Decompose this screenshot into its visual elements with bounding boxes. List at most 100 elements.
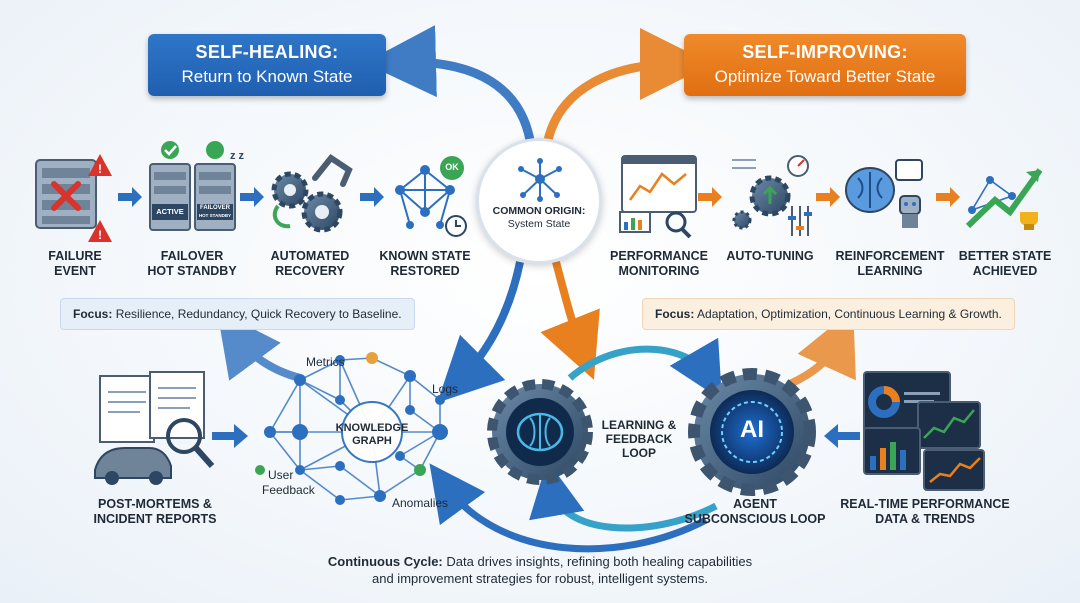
- kg-logs-label: Logs: [432, 382, 459, 396]
- loop-line2: FEEDBACK: [605, 432, 673, 446]
- knowledge-graph-line2: GRAPH: [352, 435, 392, 447]
- agent-line1: AGENT: [733, 497, 777, 511]
- post-mortems-label: POST-MORTEMS & INCIDENT REPORTS: [70, 497, 240, 527]
- automated-recovery-gears-icon: [271, 153, 353, 233]
- failover-servers-icon: [149, 141, 236, 231]
- self-improving-title: SELF-IMPROVING: Optimize Toward Better S…: [684, 34, 966, 96]
- network-restored-icon: [395, 156, 467, 237]
- step-better-state-achieved: BETTER STATE ACHIEVED: [945, 249, 1065, 279]
- arrow-loop-top: [567, 337, 723, 401]
- caption-text-line2: and improvement strategies for robust, i…: [372, 571, 708, 586]
- step-auto-tuning-line1: AUTO-TUNING: [726, 249, 814, 263]
- step-failure-event-line1: FAILURE: [48, 249, 102, 263]
- step-automated-recovery-line1: AUTOMATED: [270, 249, 350, 263]
- step-performance-monitoring: PERFORMANCE MONITORING: [599, 249, 719, 279]
- step-known-state-line1: KNOWN STATE: [379, 249, 471, 263]
- failover-server-label-line1: FAILOVER: [199, 205, 230, 211]
- realtime-line1: REAL-TIME PERFORMANCE: [840, 497, 1010, 511]
- performance-monitoring-icon: [619, 155, 697, 239]
- arrow-data-to-ai: [824, 424, 860, 448]
- brain-robot-icon: [845, 159, 923, 228]
- caption-label: Continuous Cycle:: [327, 554, 443, 569]
- knowledge-graph-title: KNOWLEDGE GRAPH: [322, 422, 422, 448]
- step-known-state-restored: KNOWN STATE RESTORED: [365, 249, 485, 279]
- knowledge-graph-network: [255, 352, 448, 505]
- learning-feedback-loop-label: LEARNING & FEEDBACK LOOP: [594, 418, 684, 460]
- failover-server-label: FAILOVER HOT STANDBY: [197, 205, 233, 219]
- arrow-to-self-healing: [364, 25, 535, 141]
- svg-text:!: !: [98, 162, 102, 176]
- kg-user-label: User: [268, 468, 294, 482]
- step-reinforcement-line2: LEARNING: [857, 264, 923, 278]
- focus-label-left: Focus:: [73, 307, 113, 321]
- failover-server-label-line2: HOT STANDBY: [198, 213, 232, 218]
- agent-subconscious-loop-label: AGENT SUBCONSCIOUS LOOP: [680, 497, 830, 527]
- post-mortems-line1: POST-MORTEMS &: [98, 497, 212, 511]
- step-failover-hot-standby: FAILOVER HOT STANDBY: [132, 249, 252, 279]
- step-failure-event-line2: EVENT: [54, 264, 96, 278]
- self-healing-heading: SELF-HEALING:: [195, 42, 339, 62]
- improving-step-arrows: [698, 187, 960, 207]
- step-failure-event: FAILURE EVENT: [15, 249, 135, 279]
- step-performance-monitoring-line1: PERFORMANCE: [610, 249, 708, 263]
- arrow-loop-bottom: [529, 460, 718, 532]
- realtime-line2: DATA & TRENDS: [875, 512, 975, 526]
- active-server-label: ACTIVE: [156, 207, 184, 216]
- healing-step-arrows: [118, 187, 384, 207]
- self-healing-subheading: Return to Known State: [181, 67, 353, 86]
- arrow-center-to-loop: [540, 260, 600, 380]
- incident-reports-icon: [94, 371, 215, 485]
- network-node-icon: [518, 158, 562, 202]
- self-improving-heading: SELF-IMPROVING:: [742, 42, 908, 62]
- arrow-graph-to-focus: [217, 310, 302, 382]
- focus-text-right: Adaptation, Optimization, Continuous Lea…: [697, 307, 1002, 321]
- knowledge-graph-line1: KNOWLEDGE: [335, 422, 409, 434]
- system-state-label: System State: [507, 218, 571, 230]
- ok-badge: OK: [445, 162, 459, 172]
- step-reinforcement-line1: REINFORCEMENT: [835, 249, 945, 263]
- arrow-center-to-graph: [437, 261, 524, 403]
- step-failover-line1: FAILOVER: [160, 249, 224, 263]
- step-failover-line2: HOT STANDBY: [147, 264, 237, 278]
- kg-feedback-label: Feedback: [262, 483, 315, 497]
- caption-text-line1: Data drives insights, refining both heal…: [446, 554, 753, 569]
- arrow-ai-to-graph: [429, 463, 708, 553]
- common-origin-label: COMMON ORIGIN:: [492, 205, 586, 217]
- focus-text-left: Resilience, Redundancy, Quick Recovery t…: [115, 307, 402, 321]
- step-auto-tuning: AUTO-TUNING: [710, 249, 830, 264]
- step-automated-recovery: AUTOMATED RECOVERY: [250, 249, 370, 279]
- step-reinforcement-learning: REINFORCEMENT LEARNING: [830, 249, 950, 279]
- ai-gear-icon: [688, 368, 816, 496]
- step-known-state-line2: RESTORED: [390, 264, 460, 278]
- step-better-state-line1: BETTER STATE: [958, 249, 1052, 263]
- realtime-dashboard-icon: [863, 371, 985, 491]
- focus-label-right: Focus:: [655, 307, 695, 321]
- focus-resilience-box: Focus: Resilience, Redundancy, Quick Rec…: [60, 298, 415, 330]
- post-mortems-line2: INCIDENT REPORTS: [93, 512, 217, 526]
- focus-adaptation-box: Focus: Adaptation, Optimization, Continu…: [642, 298, 1015, 330]
- realtime-data-label: REAL-TIME PERFORMANCE DATA & TRENDS: [830, 497, 1020, 527]
- loop-line1: LEARNING &: [601, 418, 677, 432]
- kg-anomalies-label: Anomalies: [392, 496, 449, 510]
- better-state-trophy-icon: [965, 168, 1043, 230]
- kg-user-feedback-label: User Feedback: [262, 468, 315, 498]
- arrow-to-self-improving: [543, 28, 712, 142]
- kg-metrics-label: Metrics: [306, 355, 345, 369]
- agent-line2: SUBCONSCIOUS LOOP: [684, 512, 826, 526]
- step-better-state-line2: ACHIEVED: [972, 264, 1038, 278]
- step-automated-recovery-line2: RECOVERY: [275, 264, 345, 278]
- common-origin-node: COMMON ORIGIN: System State: [476, 138, 602, 264]
- auto-tuning-icon: [732, 155, 812, 236]
- arrow-reports-to-graph: [212, 424, 248, 448]
- ai-gear-text: AI: [740, 416, 764, 443]
- arrow-ai-to-focus: [788, 308, 856, 388]
- loop-line3: LOOP: [621, 446, 656, 460]
- server-failure-icon: ! !: [35, 154, 112, 242]
- self-healing-title: SELF-HEALING: Return to Known State: [148, 34, 386, 96]
- svg-text:!: !: [98, 228, 102, 242]
- caption-line1: Continuous Cycle: Data drives insights, …: [240, 553, 840, 570]
- sleep-indicator: z z: [230, 150, 245, 162]
- step-performance-monitoring-line2: MONITORING: [618, 264, 700, 278]
- self-improving-subheading: Optimize Toward Better State: [714, 67, 936, 86]
